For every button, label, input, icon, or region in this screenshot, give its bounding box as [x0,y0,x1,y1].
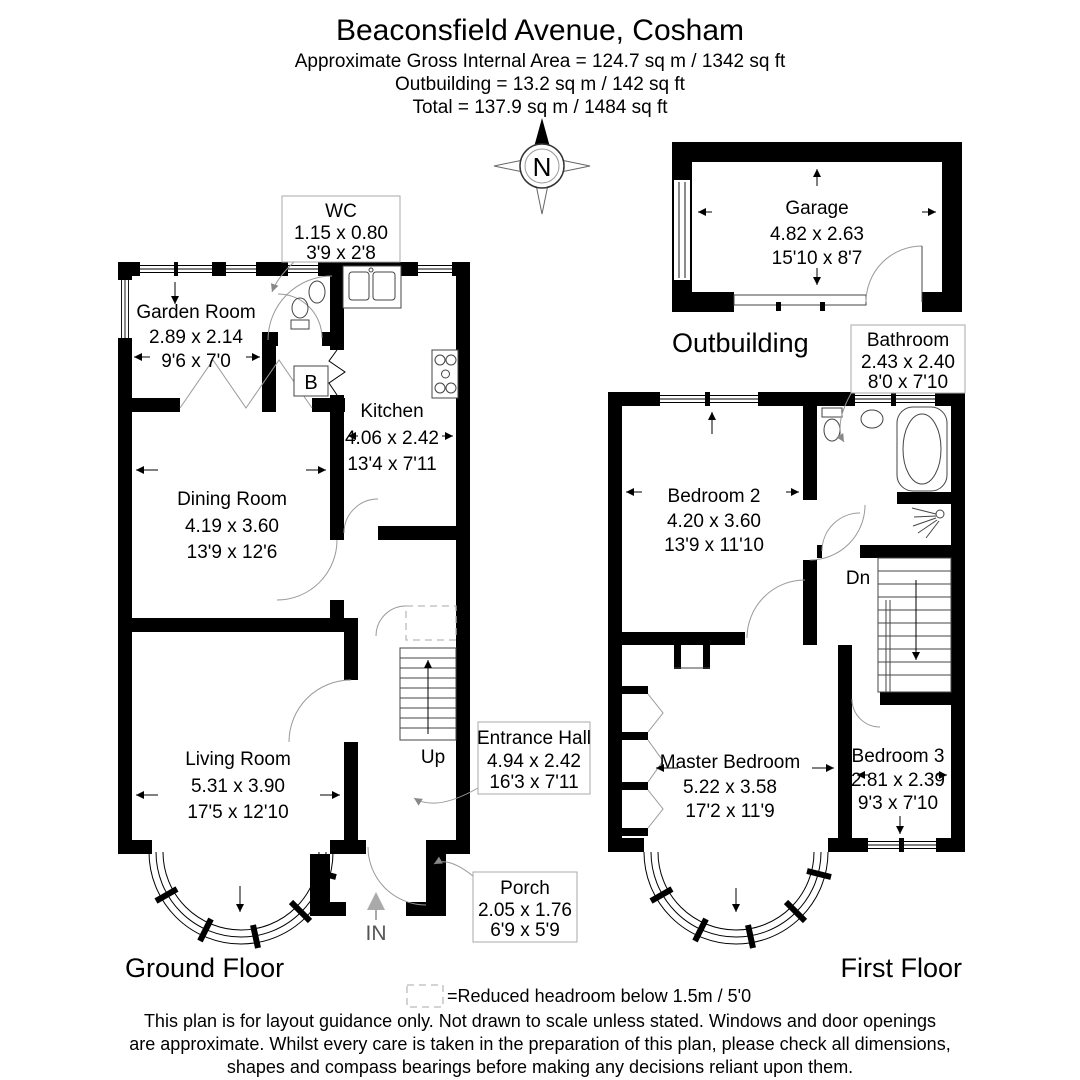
dining-room-name: Dining Room [177,489,287,510]
wc-metric: 1.15 x 0.80 [294,223,388,244]
garage-labels: Garage 4.82 x 2.63 15'10 x 8'7 [770,198,864,269]
garage-metric: 4.82 x 2.63 [770,224,864,245]
disclaimer: This plan is for layout guidance only. N… [129,1011,950,1077]
gross-internal-area: Approximate Gross Internal Area = 124.7 … [295,51,786,72]
disclaimer-line-3: shapes and compass bearings before makin… [227,1057,853,1077]
porch-metric: 2.05 x 1.76 [478,900,572,921]
boiler-label: B [304,372,317,394]
outbuilding-plan: Garage 4.82 x 2.63 15'10 x 8'7 Outbuildi… [672,142,962,358]
first-floor-bay-window [643,851,832,949]
compass-icon: N [493,118,591,215]
garage-imperial: 15'10 x 8'7 [772,248,863,269]
entrance-hall-imperial: 16'3 x 7'11 [489,772,578,793]
first-floor-stairs [877,557,952,693]
entrance-in-arrow: IN [366,892,387,945]
reduced-headroom-label: =Reduced headroom below 1.5m / 5'0 [447,986,751,1006]
entrance-hall-name: Entrance Hall [477,728,591,749]
bathtub [896,406,948,492]
first-floor-walls [608,392,965,852]
garage-openings [674,180,923,311]
living-room-metric: 5.31 x 3.90 [191,776,285,797]
bedroom-2-metric: 4.20 x 3.60 [667,511,761,532]
stairs-down-label: Dn [846,568,870,589]
bathroom-imperial: 8'0 x 7'10 [868,372,948,393]
first-floor-room-labels: Bedroom 2 4.20 x 3.60 13'9 x 11'10 Maste… [660,486,945,822]
bathroom-name: Bathroom [867,330,949,351]
garden-room-name: Garden Room [136,302,255,323]
bathroom-metric: 2.43 x 2.40 [861,352,955,373]
garden-room-metric: 2.89 x 2.14 [149,327,243,348]
compass-north-label: N [533,152,552,182]
first-floor-dimension-arrows [626,412,947,912]
kitchen-metric: 4.06 x 2.42 [345,428,439,449]
porch-name: Porch [500,878,550,899]
wc-callout: WC 1.15 x 0.80 3'9 x 2'8 [270,195,401,293]
kitchen-fixtures [293,265,459,399]
master-bedroom-metric: 5.22 x 3.58 [683,777,777,798]
porch-callout: Porch 2.05 x 1.76 6'9 x 5'9 [433,856,578,943]
wc-fixtures [290,280,326,330]
page-title: Beaconsfield Avenue, Cosham [336,14,744,47]
reduced-headroom-area [405,605,457,641]
outbuilding-area: Outbuilding = 13.2 sq m / 142 sq ft [395,74,686,95]
total-area: Total = 137.9 sq m / 1484 sq ft [412,97,668,118]
wc-name: WC [325,201,357,222]
garage-dimension-arrows [698,169,936,285]
entrance-hall-metric: 4.94 x 2.42 [487,751,581,772]
wc-toilet [291,297,309,319]
disclaimer-line-2: are approximate. Whilst every care is ta… [129,1034,950,1054]
legend: =Reduced headroom below 1.5m / 5'0 [406,984,751,1008]
header: Beaconsfield Avenue, Cosham Approximate … [295,14,786,118]
bathroom-basin [860,409,884,429]
garden-room-imperial: 9'6 x 7'0 [161,351,231,372]
garage-door [733,294,867,306]
ground-floor-label: Ground Floor [125,953,284,983]
wc-imperial: 3'9 x 2'8 [306,243,376,264]
dining-room-metric: 4.19 x 3.60 [185,516,279,537]
entrance-hall-callout: Entrance Hall 4.94 x 2.42 16'3 x 7'11 [413,721,591,806]
bedroom-2-name: Bedroom 2 [668,486,761,507]
first-floor-plan: Bathroom 2.43 x 2.40 8'0 x 7'10 Bedroom … [608,324,966,983]
master-bedroom-name: Master Bedroom [660,752,800,773]
bedroom-2-imperial: 13'9 x 11'10 [664,535,764,556]
wc-basin [308,280,326,304]
in-label: IN [366,922,387,945]
master-bedroom-imperial: 17'2 x 11'9 [685,801,774,822]
ground-floor-plan: WC 1.15 x 0.80 3'9 x 2'8 Entrance Hall 4… [118,195,591,983]
first-floor-label: First Floor [841,953,963,983]
bedroom-3-name: Bedroom 3 [852,746,945,767]
disclaimer-line-1: This plan is for layout guidance only. N… [144,1011,936,1031]
first-floor-windows [660,392,936,852]
ground-floor-room-labels: Garden Room 2.89 x 2.14 9'6 x 7'0 Kitche… [136,302,445,823]
boiler-cupboard [293,365,329,397]
bay-window [148,851,337,949]
reduced-headroom-swatch [406,984,444,1008]
bathroom-callout: Bathroom 2.43 x 2.40 8'0 x 7'10 [836,324,966,443]
porch-imperial: 6'9 x 5'9 [490,920,560,941]
bedroom-3-imperial: 9'3 x 7'10 [858,793,938,814]
sink-unit [342,265,402,309]
living-room-name: Living Room [185,749,291,770]
ground-floor-windows [118,262,452,338]
dining-room-imperial: 13'9 x 12'6 [187,542,278,563]
ground-floor-stairs [375,605,457,741]
bedroom-3-metric: 2.81 x 2.39 [851,770,945,791]
kitchen-name: Kitchen [360,401,423,422]
stairs-up-label: Up [421,747,445,768]
master-bedroom-features [622,645,710,836]
bathroom-toilet [823,418,841,442]
living-room-imperial: 17'5 x 12'10 [187,802,288,823]
kitchen-imperial: 13'4 x 7'11 [347,454,436,475]
shower-icon [911,507,945,539]
first-floor-doors [746,504,881,728]
outbuilding-label: Outbuilding [672,328,809,358]
ground-floor-doors [179,275,427,906]
garage-name: Garage [785,198,848,219]
